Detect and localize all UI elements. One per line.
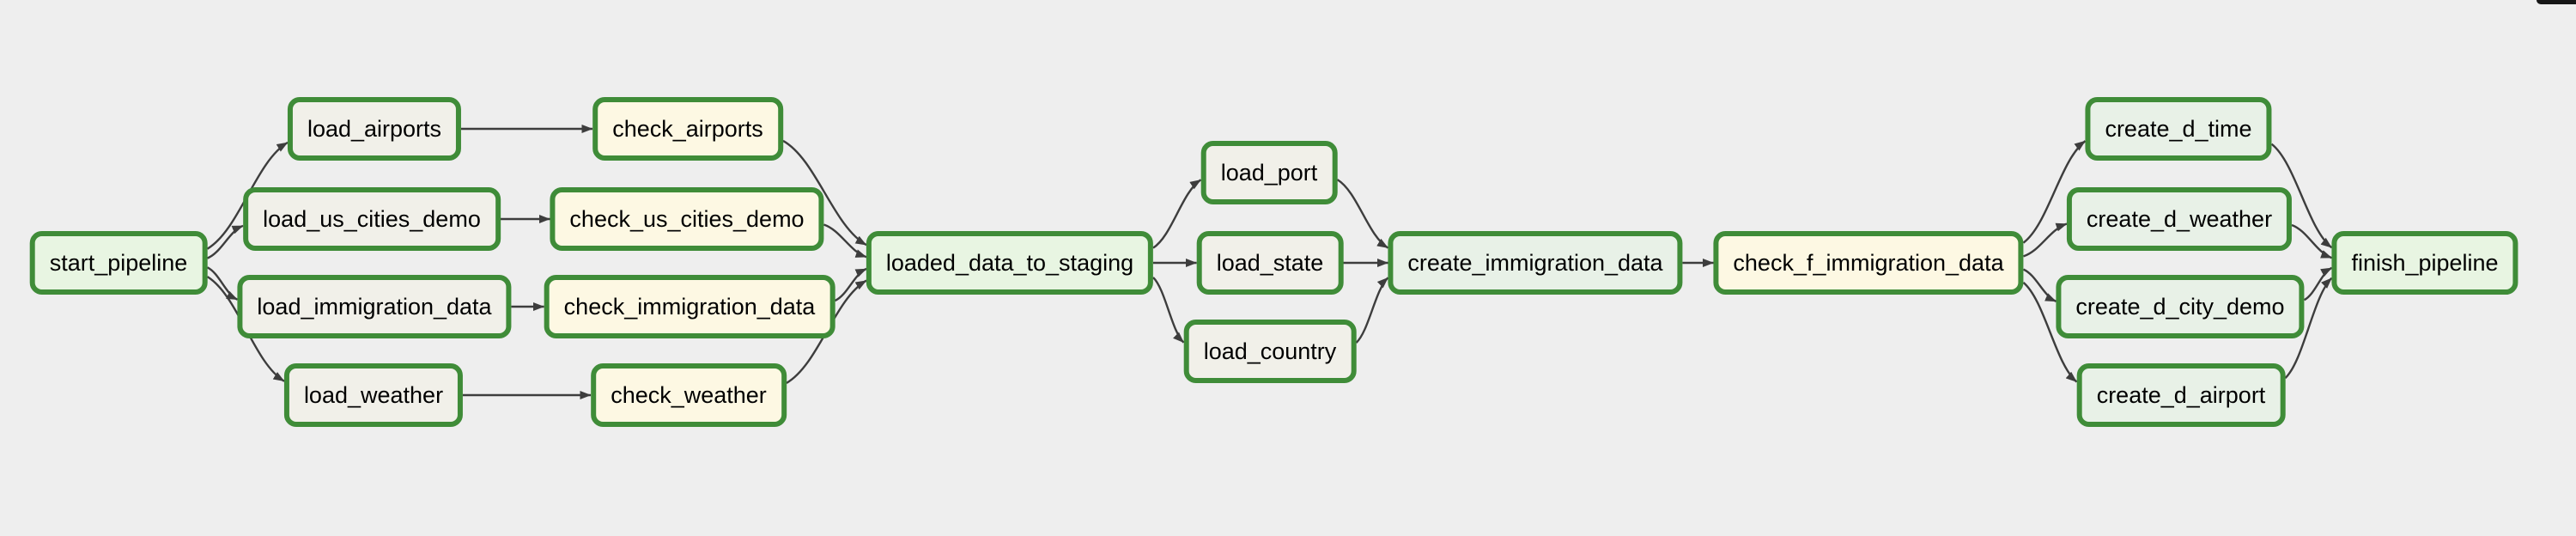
edge-check_f_immigration_data-create_d_airport xyxy=(2022,281,2078,383)
edge-load_port-create_immigration_data xyxy=(1336,179,1389,249)
task-label: load_state xyxy=(1216,250,1324,276)
edge-create_d_city_demo-finish_pipeline xyxy=(2303,266,2333,302)
edge-check_airports-loaded_data_to_staging xyxy=(782,139,867,247)
task-node-finish_pipeline[interactable]: finish_pipeline xyxy=(2331,231,2518,295)
edge-create_d_weather-finish_pipeline xyxy=(2291,223,2332,259)
task-node-load_airports[interactable]: load_airports xyxy=(287,97,462,161)
edge-start_pipeline-load_us_cities_demo xyxy=(206,224,244,259)
task-node-loaded_data_to_staging[interactable]: loaded_data_to_staging xyxy=(866,231,1154,295)
task-node-start_pipeline[interactable]: start_pipeline xyxy=(29,231,208,295)
edge-create_d_airport-finish_pipeline xyxy=(2284,277,2333,380)
task-node-create_d_weather[interactable]: create_d_weather xyxy=(2066,187,2293,251)
task-label: check_f_immigration_data xyxy=(1733,250,2004,276)
task-label: check_us_cities_demo xyxy=(569,206,805,232)
window-corner-fragment xyxy=(2537,0,2576,4)
task-label: create_immigration_data xyxy=(1407,250,1663,276)
task-node-check_f_immigration_data[interactable]: check_f_immigration_data xyxy=(1713,231,2024,295)
task-node-check_weather[interactable]: check_weather xyxy=(591,363,787,427)
task-label: create_d_airport xyxy=(2096,382,2266,408)
task-label: create_d_weather xyxy=(2086,206,2273,232)
edge-create_d_time-finish_pipeline xyxy=(2270,143,2333,249)
edge-load_country-create_immigration_data xyxy=(1355,277,1389,344)
task-node-check_immigration_data[interactable]: check_immigration_data xyxy=(544,275,835,338)
task-node-load_immigration_data[interactable]: load_immigration_data xyxy=(237,275,512,338)
edge-check_f_immigration_data-create_d_city_demo xyxy=(2022,268,2057,302)
task-label: load_weather xyxy=(303,382,444,408)
task-label: load_port xyxy=(1220,160,1318,186)
task-label: check_airports xyxy=(612,116,763,142)
edge-start_pipeline-load_immigration_data xyxy=(206,266,239,301)
task-label: create_d_time xyxy=(2105,116,2252,142)
task-node-load_us_cities_demo[interactable]: load_us_cities_demo xyxy=(243,187,501,251)
task-node-load_state[interactable]: load_state xyxy=(1196,231,1344,295)
task-label: finish_pipeline xyxy=(2351,250,2499,276)
task-node-create_d_time[interactable]: create_d_time xyxy=(2085,97,2272,161)
task-label: check_weather xyxy=(611,382,767,408)
task-label: load_country xyxy=(1203,338,1337,364)
task-label: load_us_cities_demo xyxy=(263,206,481,232)
task-label: load_immigration_data xyxy=(257,294,492,320)
task-node-load_weather[interactable]: load_weather xyxy=(283,363,464,427)
task-node-create_d_city_demo[interactable]: create_d_city_demo xyxy=(2056,275,2305,338)
edge-check_us_cities_demo-loaded_data_to_staging xyxy=(823,223,867,259)
edge-check_f_immigration_data-create_d_weather xyxy=(2023,222,2068,258)
edge-loaded_data_to_staging-load_country xyxy=(1152,277,1185,344)
task-node-create_immigration_data[interactable]: create_immigration_data xyxy=(1388,231,1683,295)
task-node-check_us_cities_demo[interactable]: check_us_cities_demo xyxy=(550,187,824,251)
edge-check_f_immigration_data-create_d_time xyxy=(2022,140,2087,244)
task-label: create_d_city_demo xyxy=(2075,294,2285,320)
task-node-create_d_airport[interactable]: create_d_airport xyxy=(2076,363,2286,427)
edge-check_immigration_data-loaded_data_to_staging xyxy=(834,267,867,302)
task-label: check_immigration_data xyxy=(563,294,816,320)
task-label: load_airports xyxy=(307,116,442,142)
task-node-check_airports[interactable]: check_airports xyxy=(592,97,783,161)
task-label: start_pipeline xyxy=(49,250,188,276)
task-label: loaded_data_to_staging xyxy=(885,250,1134,276)
edge-loaded_data_to_staging-load_port xyxy=(1152,179,1202,249)
task-node-load_port[interactable]: load_port xyxy=(1200,141,1338,204)
task-node-load_country[interactable]: load_country xyxy=(1183,320,1357,383)
